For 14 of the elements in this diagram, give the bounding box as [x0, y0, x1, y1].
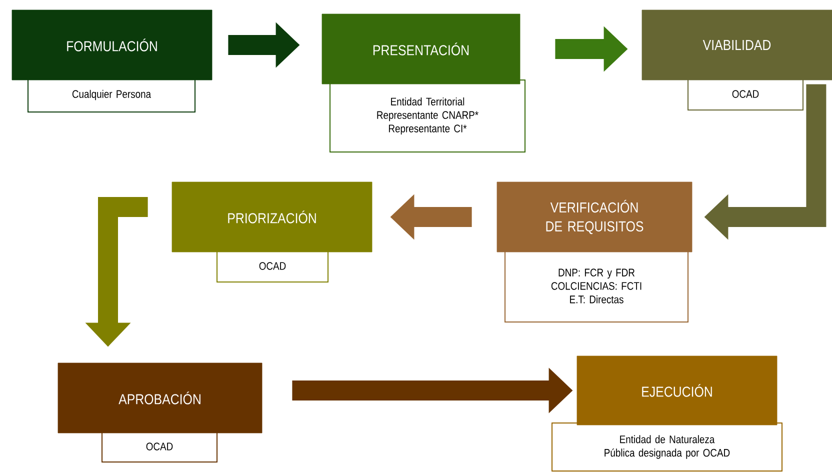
stage-box: APROBACIÓN	[58, 362, 262, 434]
responsible-box: Cualquier Persona	[28, 78, 196, 112]
responsible-box: Entidad Territorial Representante CNARP* Representante CI*	[330, 80, 526, 152]
responsible-box: DNP: FCR y FDR COLCIENCIAS: FCTI E.T: Directas	[504, 250, 688, 322]
stage-box: VIABILIDAD	[642, 10, 832, 80]
responsible-box: OCAD	[216, 250, 328, 282]
stage-box: PRESENTACIÓN	[322, 14, 520, 84]
responsible-box: Entidad de Naturaleza Pública designada por OCAD	[552, 422, 782, 472]
responsible-box: OCAD	[102, 430, 218, 462]
stage-box: VERIFICACIÓN DE REQUISITOS	[496, 182, 692, 252]
stage-box: PRIORIZACIÓN	[172, 182, 372, 252]
stage-box: FORMULACIÓN	[12, 10, 212, 80]
stage-box: EJECUCIÓN	[576, 356, 778, 426]
responsible-box: OCAD	[688, 78, 804, 110]
